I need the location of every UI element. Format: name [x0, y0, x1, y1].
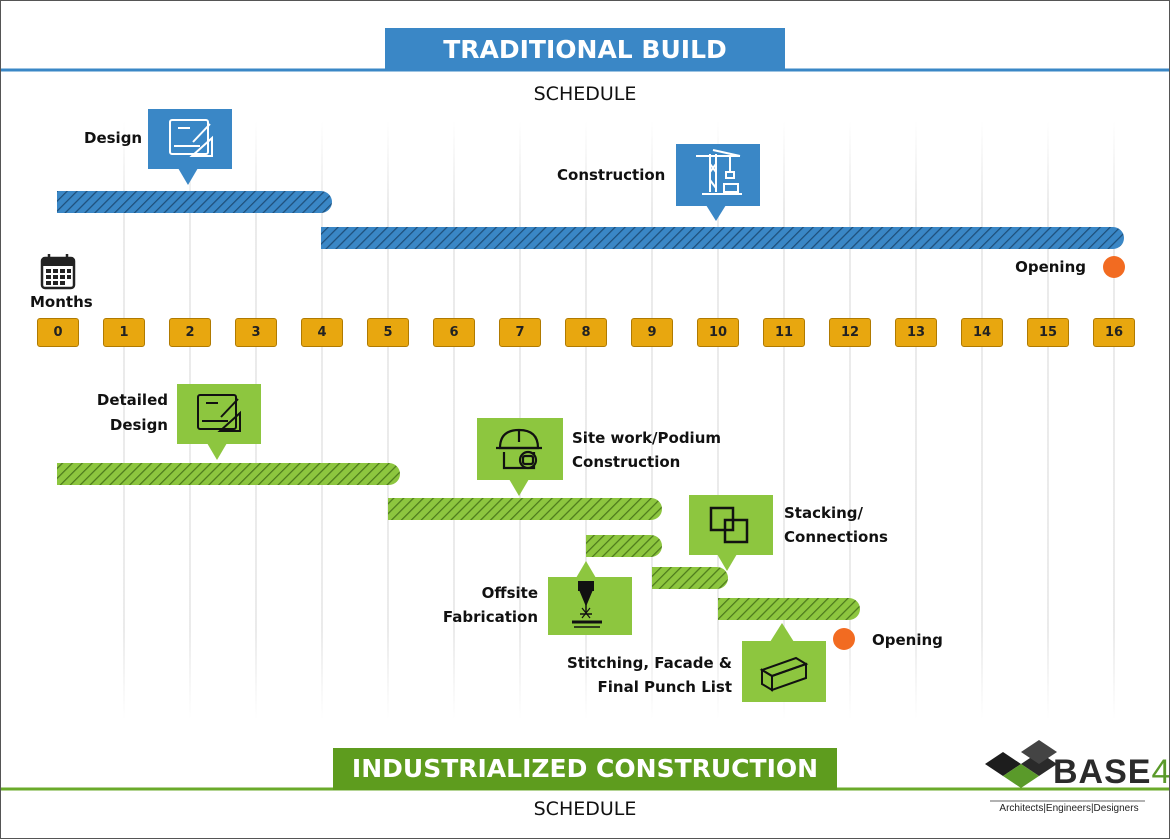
laser-cutter-icon: [572, 581, 602, 628]
blueprint-icon: [197, 394, 241, 432]
month-marker: 8: [565, 318, 607, 347]
site-work-callout: [477, 418, 563, 496]
month-gridline: [783, 120, 785, 720]
month-marker: 3: [235, 318, 277, 347]
month-marker: 10: [697, 318, 739, 347]
month-marker: 9: [631, 318, 673, 347]
logo-number: 4: [1151, 753, 1170, 791]
design-bar: [57, 191, 332, 213]
traditional-opening-dot: [1103, 256, 1125, 278]
detailed-design-label-line2: Design: [109, 416, 168, 434]
industrialized-opening-label: Opening: [872, 631, 943, 649]
stacked-modules-icon: [709, 506, 749, 544]
detailed-design-label-line1: Detailed: [96, 391, 168, 409]
traditional-banner: TRADITIONAL BUILD: [443, 35, 727, 64]
calendar-icon: [40, 254, 76, 290]
industrialized-subtitle: SCHEDULE: [533, 798, 637, 820]
beam-icon: [759, 656, 809, 692]
month-marker: 7: [499, 318, 541, 347]
base4-logo-mark: [985, 740, 1057, 788]
months-label: Months: [30, 293, 93, 311]
month-gridline: [1113, 120, 1115, 720]
traditional-subtitle: SCHEDULE: [533, 83, 637, 105]
month-gridline: [915, 120, 917, 720]
design-callout: [148, 109, 232, 185]
construction-callout: [676, 144, 760, 221]
traditional-banner-bg: [385, 28, 785, 71]
offsite-fabrication-callout: [548, 561, 632, 635]
month-marker: 1: [103, 318, 145, 347]
stitching-bar: [718, 598, 860, 620]
month-marker: 16: [1093, 318, 1135, 347]
month-marker: 2: [169, 318, 211, 347]
stitching-label-line2: Final Punch List: [597, 678, 733, 696]
logo-wordmark: BASE4: [1053, 752, 1170, 792]
blueprint-icon: [169, 119, 213, 157]
month-marker: 12: [829, 318, 871, 347]
logo-tagline: Architects|Engineers|Designers: [999, 803, 1139, 814]
crane-icon: [696, 149, 742, 195]
stacking-label-line1: Stacking/: [784, 504, 863, 522]
month-gridline: [651, 120, 653, 720]
month-marker: 15: [1027, 318, 1069, 347]
industrialized-banner: INDUSTRIALIZED CONSTRUCTION: [351, 754, 819, 783]
task-bars: [57, 191, 1124, 620]
month-marker: 5: [367, 318, 409, 347]
logo-name: BASE: [1053, 753, 1152, 791]
month-marker: 14: [961, 318, 1003, 347]
construction-label: Construction: [557, 166, 666, 184]
stitching-callout: [742, 623, 826, 702]
offsite-label-line2: Fabrication: [442, 608, 538, 626]
detailed-design-callout: [177, 384, 261, 460]
site-work-label-line2: Construction: [572, 453, 681, 471]
traditional-opening-label: Opening: [1015, 258, 1086, 276]
design-label: Design: [84, 129, 143, 147]
site-work-bar: [388, 498, 662, 520]
stacking-label-line2: Connections: [784, 528, 888, 546]
stacking-bar: [652, 567, 728, 589]
stacking-callout: [689, 495, 773, 571]
construction-bar: [321, 227, 1124, 249]
industrialized-banner-bg: [333, 748, 837, 790]
industrialized-opening-dot: [833, 628, 855, 650]
month-marker: 13: [895, 318, 937, 347]
offsite-fabrication-bar: [586, 535, 662, 557]
detailed-design-bar: [57, 463, 400, 485]
month-gridline: [849, 120, 851, 720]
opening-milestones: [833, 256, 1125, 650]
month-gridline: [387, 120, 389, 720]
month-marker: 4: [301, 318, 343, 347]
month-marker: 11: [763, 318, 805, 347]
month-marker: 0: [37, 318, 79, 347]
month-gridline: [1047, 120, 1049, 720]
month-gridline: [453, 120, 455, 720]
offsite-label-line1: Offsite: [481, 584, 538, 602]
site-work-label-line1: Site work/Podium: [572, 429, 722, 447]
month-marker: 6: [433, 318, 475, 347]
stitching-label-line1: Stitching, Facade &: [566, 654, 732, 672]
month-gridline: [321, 120, 323, 720]
month-gridline: [717, 120, 719, 720]
month-gridline: [585, 120, 587, 720]
month-gridline: [981, 120, 983, 720]
month-gridline: [123, 120, 125, 720]
hardhat-worker-icon: [496, 428, 542, 470]
